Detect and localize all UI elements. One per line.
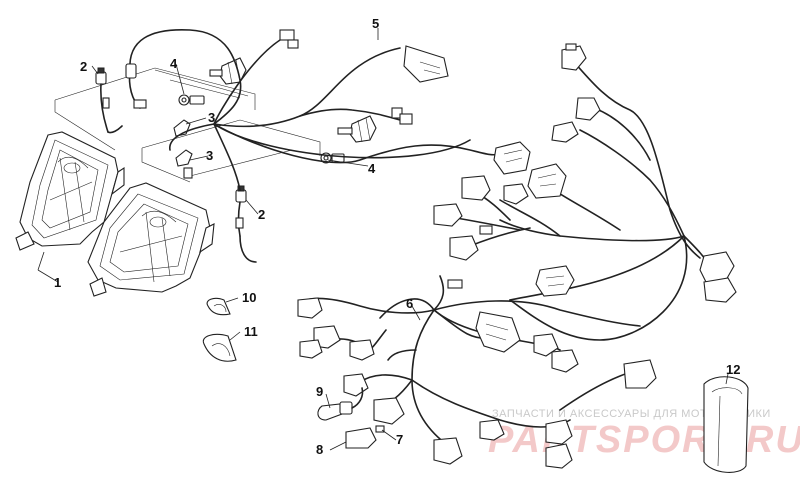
part-10-clamp [206, 297, 231, 316]
part-9-fuse-holder [317, 387, 364, 421]
watermark: ЗАПЧАСТИ И АКСЕССУАРЫ ДЛЯ МОТОТЕХНИКИ PA… [488, 408, 800, 461]
callout-9: 9 [316, 384, 323, 399]
callout-5: 5 [372, 16, 379, 31]
callout-12: 12 [726, 362, 740, 377]
callout-4-upper: 4 [170, 56, 178, 71]
watermark-logo: PARTSPORT.RU [488, 419, 800, 461]
bulb-lower [175, 149, 193, 179]
callout-8: 8 [316, 442, 323, 457]
callout-3-lower: 3 [206, 148, 213, 163]
leader-lines [37, 28, 729, 451]
callout-7: 7 [396, 432, 403, 447]
callouts: 1 2 2 3 3 4 4 5 6 7 8 9 10 11 12 [54, 16, 740, 457]
callout-2-lower: 2 [258, 207, 265, 222]
callout-2-upper: 2 [80, 59, 87, 74]
headlight-harness [125, 29, 531, 191]
part-7-clip [375, 425, 385, 433]
callout-1: 1 [54, 275, 61, 290]
bulb-socket-lower [235, 185, 257, 263]
bulb-socket-upper [95, 67, 123, 134]
callout-4-lower: 4 [368, 161, 376, 176]
part-12-sleeve [703, 376, 749, 473]
part-8-module [345, 427, 377, 449]
headlight-assembly [15, 131, 215, 297]
bulb-holder-lower [320, 115, 377, 164]
callout-3-upper: 3 [208, 110, 215, 125]
callout-11: 11 [244, 324, 258, 339]
part-11-clamp [202, 333, 237, 362]
callout-6: 6 [406, 296, 413, 311]
headlight-lower [87, 182, 215, 297]
callout-10: 10 [242, 290, 256, 305]
watermark-tagline: ЗАПЧАСТИ И АКСЕССУАРЫ ДЛЯ МОТОТЕХНИКИ [492, 408, 771, 420]
main-harness [433, 43, 737, 341]
lower-harness [297, 275, 657, 469]
headlight-upper [15, 131, 125, 251]
